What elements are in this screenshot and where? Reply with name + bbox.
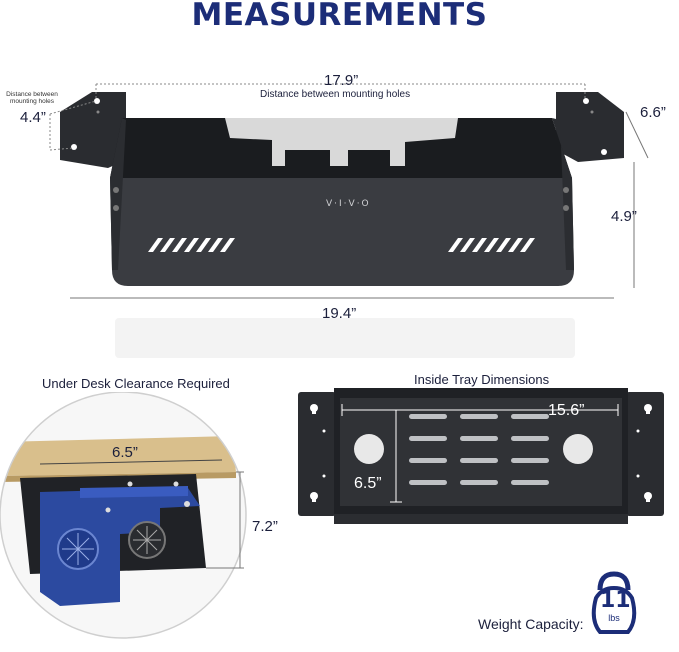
inside-tray-title: Inside Tray Dimensions: [414, 372, 550, 387]
mounting-span-value: 17.9”: [324, 72, 359, 89]
inside-tray-illustration: [298, 388, 664, 524]
height-value: 4.9”: [611, 208, 637, 225]
hole-distance-caption: Distance between mounting holes: [6, 91, 58, 105]
inner-depth-value: 6.5”: [354, 475, 382, 492]
brand-logo: V·I·V·O: [326, 199, 371, 209]
depth-value: 6.6”: [640, 104, 666, 121]
page-title: MEASUREMENTS: [191, 0, 488, 33]
weight-value: 11: [600, 588, 631, 613]
clearance-title: Under Desk Clearance Required: [42, 376, 230, 391]
weight-capacity-label: Weight Capacity:: [478, 616, 584, 632]
mount-hole-icon: [94, 98, 100, 104]
clearance-illustration: [0, 392, 247, 639]
tray-illustration: [49, 83, 649, 358]
inner-length-value: 15.6”: [548, 402, 585, 419]
desk-depth-value: 6.5”: [112, 444, 138, 461]
weight-unit: lbs: [608, 613, 620, 623]
mounting-span-caption: Distance between mounting holes: [260, 89, 411, 100]
width-value: 19.4”: [322, 305, 357, 322]
hole-distance-value: 4.4”: [20, 109, 46, 126]
clearance-height-value: 7.2”: [252, 518, 278, 535]
kettlebell-icon: [591, 571, 637, 634]
